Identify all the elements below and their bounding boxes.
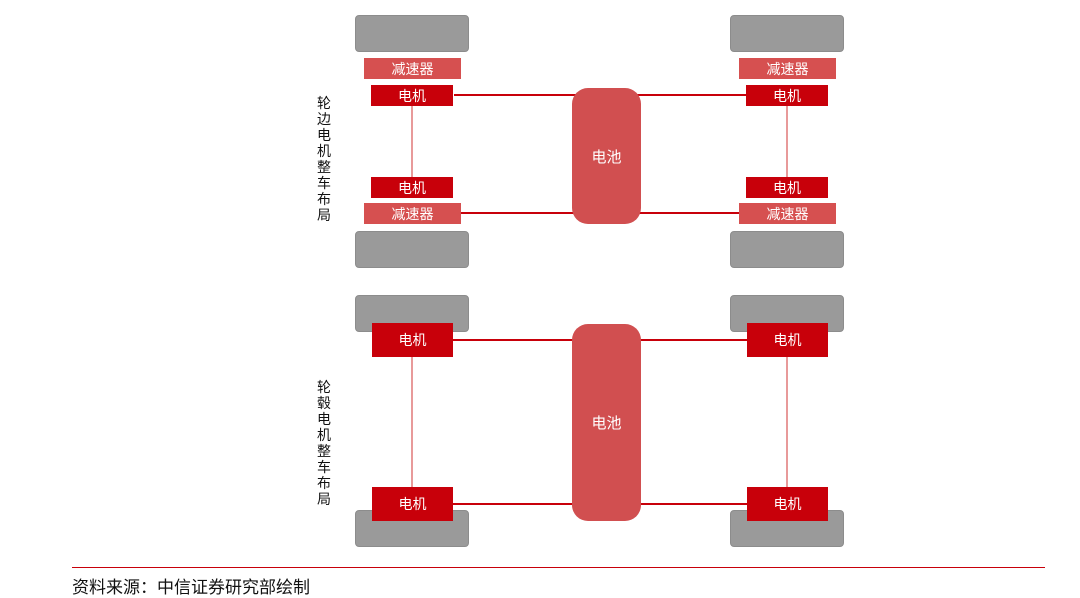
hub-axle-right xyxy=(786,357,788,487)
axle-left xyxy=(411,106,413,181)
footer-divider xyxy=(72,567,1045,568)
wheel-rear-right xyxy=(730,231,844,268)
battery: 电池 xyxy=(572,88,641,224)
reducer-rear-right: 减速器 xyxy=(739,203,836,224)
reducer-rear-left: 减速器 xyxy=(364,203,461,224)
motor-front-right: 电机 xyxy=(746,85,828,106)
source-note: 资料来源：中信证券研究部绘制 xyxy=(72,578,310,598)
motor-front-left: 电机 xyxy=(371,85,453,106)
reducer-front-left: 减速器 xyxy=(364,58,461,79)
layout-a-label: 轮边电机整车布局 xyxy=(317,96,331,224)
hub-battery: 电池 xyxy=(572,324,641,521)
wheel-front-right xyxy=(730,15,844,52)
motor-rear-left: 电机 xyxy=(371,177,453,198)
wheel-front-left xyxy=(355,15,469,52)
layout-b-label: 轮毂电机整车布局 xyxy=(317,380,331,508)
wheel-rear-left xyxy=(355,231,469,268)
hub-motor-front-left: 电机 xyxy=(372,323,453,357)
hub-motor-rear-left: 电机 xyxy=(372,487,453,521)
hub-motor-rear-right: 电机 xyxy=(747,487,828,521)
hub-axle-left xyxy=(411,357,413,487)
axle-right xyxy=(786,106,788,181)
motor-rear-right: 电机 xyxy=(746,177,828,198)
hub-motor-front-right: 电机 xyxy=(747,323,828,357)
reducer-front-right: 减速器 xyxy=(739,58,836,79)
